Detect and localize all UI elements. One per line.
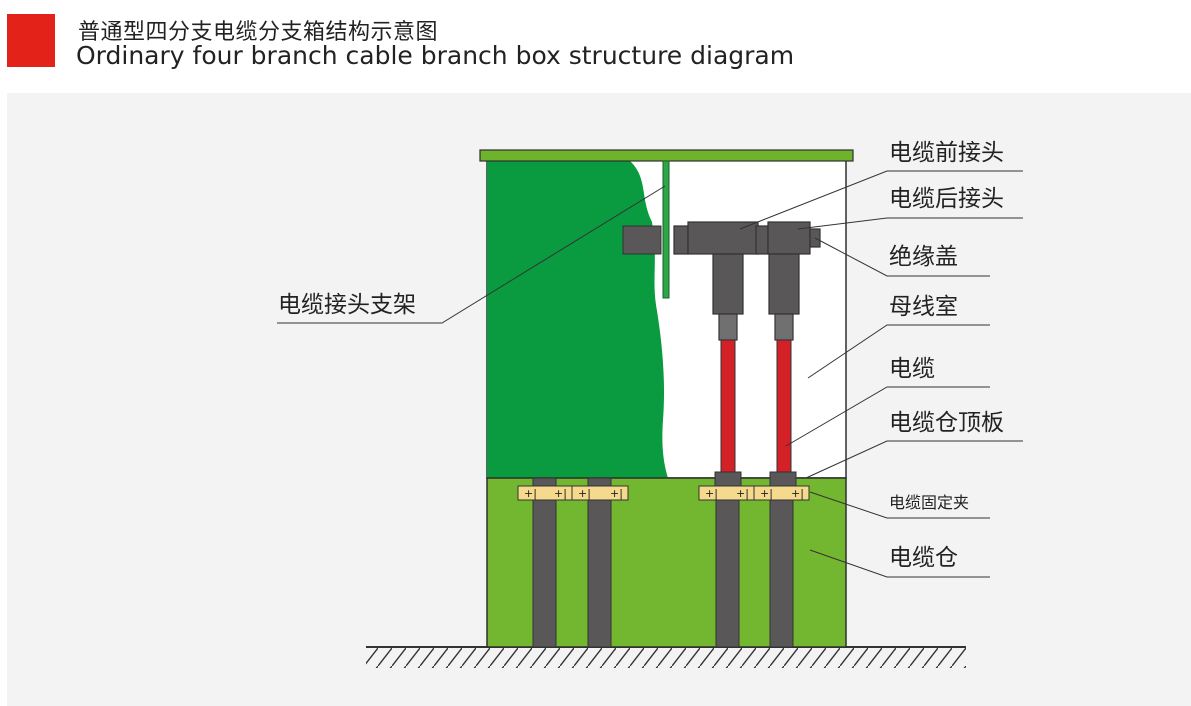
leader-front-connector [739, 170, 1023, 230]
accent-block [7, 14, 55, 67]
leader-cable-compartment [809, 549, 990, 578]
ground-hatch [366, 648, 966, 668]
leader-rear-connector [797, 217, 1023, 230]
label-cable: 电缆 [889, 356, 935, 382]
label-cable-clamp: 电缆固定夹 [889, 493, 969, 512]
lower-cable-1 [532, 477, 557, 648]
lower-cable-2 [587, 477, 612, 648]
label-busbar-room: 母线室 [889, 294, 958, 320]
label-connector-bracket: 电缆接头支架 [278, 292, 416, 318]
title-english: Ordinary four branch cable branch box st… [76, 41, 795, 70]
clamp-mark-4-2: +| [791, 487, 804, 500]
title-chinese: 普通型四分支电缆分支箱结构示意图 [78, 20, 439, 45]
clamp-mark-1-1: +| [524, 487, 537, 500]
clamp-mark-2-1: +| [578, 487, 591, 500]
label-front-connector: 电缆前接头 [889, 140, 1004, 166]
cable-core-1 [720, 339, 736, 475]
header: 普通型四分支电缆分支箱结构示意图 Ordinary four branch ca… [0, 0, 1191, 90]
cable-clamp-2 [571, 485, 629, 501]
clamp-mark-1-2: +| [554, 487, 567, 500]
open-door-panel [487, 161, 668, 478]
lower-cable-4 [769, 487, 794, 648]
clamp-mark-3-1: +| [705, 487, 718, 500]
leader-cable [785, 386, 990, 447]
label-top-plate: 电缆仓顶板 [889, 410, 1004, 436]
leader-busbar-room [807, 324, 990, 379]
t-connector-1 [673, 221, 759, 341]
cable-core-2 [776, 339, 792, 475]
lower-cable-3 [715, 487, 740, 648]
clamp-mark-4-1: +| [760, 487, 773, 500]
bracket-block [622, 225, 662, 255]
leader-insulation-cap [814, 237, 990, 277]
connector-bracket-bar [662, 160, 670, 299]
cable-clamp-4 [753, 485, 810, 501]
label-insulation-cap: 绝缘盖 [889, 244, 958, 270]
leader-cable-clamp [809, 491, 990, 519]
leader-top-plate [805, 440, 1023, 479]
clamp-mark-3-2: +| [736, 487, 749, 500]
clamp-mark-2-2: +| [610, 487, 623, 500]
label-cable-compartment: 电缆仓 [889, 545, 958, 571]
leader-connector-bracket [277, 185, 666, 324]
label-rear-connector: 电缆后接头 [889, 186, 1004, 212]
roof-plate [479, 149, 854, 162]
